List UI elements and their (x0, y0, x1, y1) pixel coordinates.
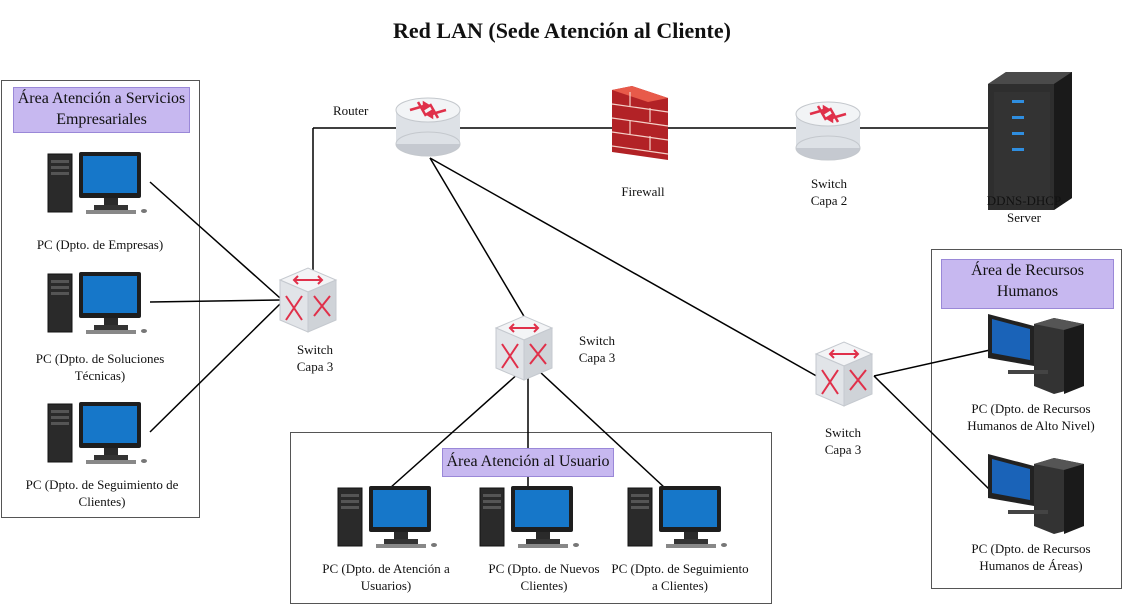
area-label-empresariales: Área Atención a Servicios Empresariales (13, 87, 190, 133)
server-label: DDNS-DHCP Server (986, 193, 1062, 225)
pc-label-soluciones: PC (Dpto. de Soluciones Técnicas) (35, 351, 165, 383)
pc-icon (47, 151, 148, 215)
pc-label-rrhh-areas: PC (Dpto. de Recursos Humanos de Áreas) (971, 541, 1091, 573)
server-icon (988, 72, 1072, 210)
pc-label-atencion-usuarios: PC (Dpto. de Atención a Usuarios) (322, 561, 450, 593)
switch-right-label: Switch Capa 3 (824, 425, 862, 457)
pc-label-nuevos-clientes: PC (Dpto. de Nuevos Clientes) (488, 561, 600, 593)
pc-icon (988, 454, 1084, 534)
link-pc-soluciones (149, 299, 281, 303)
link-pc-atencion (389, 371, 521, 489)
router-label: Router (333, 103, 369, 118)
switch-capa2-label: Switch Capa 2 (810, 176, 848, 208)
network-links (149, 127, 991, 491)
pc-icon (337, 485, 438, 549)
switch-center-icon (495, 315, 553, 381)
pc-icon (988, 314, 1084, 394)
pc-icon (47, 401, 148, 465)
pc-icon (627, 485, 728, 549)
area-label-usuario: Área Atención al Usuario (442, 448, 614, 477)
pc-label-rrhh-alto-nivel: PC (Dpto. de Recursos Humanos de Alto Ni… (967, 401, 1095, 433)
link-router-switch-center (429, 157, 526, 319)
switch-right-icon (815, 341, 873, 407)
router-icon (394, 96, 462, 158)
area-box-empresariales (1, 80, 200, 518)
pc-icon (47, 271, 148, 335)
switch-capa2-icon (794, 100, 862, 162)
area-label-rrhh: Área de Recursos Humanos (941, 259, 1114, 309)
link-pc-seguimiento (149, 303, 281, 433)
switch-left-icon (279, 267, 337, 333)
pc-label-seguimiento-a-clientes: PC (Dpto. de Seguimiento a Clientes) (611, 561, 749, 593)
link-pc-rrhh-areas (873, 375, 991, 491)
pc-label-seguimiento-clientes: PC (Dpto. de Seguimiento de Clientes) (25, 477, 179, 509)
switch-left-label: Switch Capa 3 (296, 342, 334, 374)
area-box-rrhh (931, 249, 1122, 589)
switch-center-label: Switch Capa 3 (578, 333, 616, 365)
link-pc-seguimiento-a (539, 371, 666, 489)
firewall-label: Firewall (621, 184, 665, 199)
link-pc-empresas (149, 181, 281, 299)
link-pc-rrhh-alto (873, 349, 991, 377)
pc-icon (479, 485, 580, 549)
firewall-icon (611, 86, 669, 160)
pc-label-empresas: PC (Dpto. de Empresas) (36, 237, 164, 252)
diagram-title: Red LAN (Sede Atención al Cliente) (393, 18, 731, 43)
link-router-switch-right (429, 157, 821, 379)
